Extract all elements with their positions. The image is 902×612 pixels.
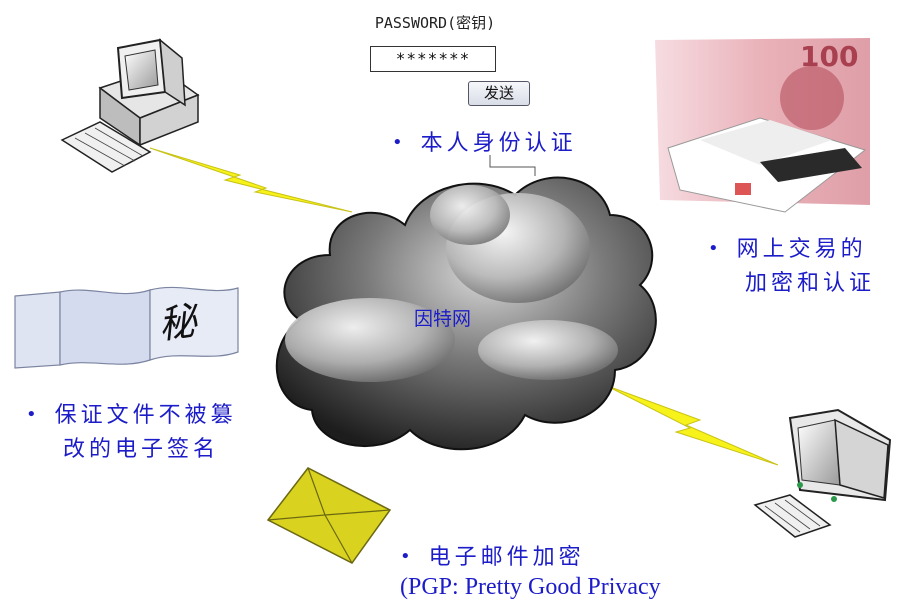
email-envelope [266, 467, 392, 564]
secret-stamp: 秘 [155, 298, 200, 348]
password-label: PASSWORD(密钥) [374, 14, 496, 32]
caption-identity-auth: • 本人身份认证 [392, 126, 577, 161]
callout-line [489, 155, 536, 176]
caption-transaction-line1: 网上交易的 [736, 237, 867, 262]
caption-identity-auth-text: 本人身份认证 [420, 131, 577, 156]
caption-email-line2: (PGP: Pretty Good Privacy [400, 574, 661, 600]
caption-email: • 电子邮件加密 [400, 540, 585, 575]
send-button[interactable]: 发送 [468, 81, 530, 106]
caption-signature: • 保证文件不被篡 改的电子签名 [26, 398, 237, 467]
banknote-card-image [655, 38, 870, 213]
bullet: • [392, 132, 407, 153]
caption-signature-line2: 改的电子签名 [63, 437, 220, 462]
lightning-bolt-upper [149, 147, 353, 213]
caption-transaction-line2: 加密和认证 [745, 271, 876, 296]
password-input[interactable]: ******* [370, 46, 496, 72]
caption-signature-line1: 保证文件不被篡 [54, 403, 237, 428]
bullet: • [400, 546, 415, 567]
lightning-bolt-lower [604, 384, 779, 466]
desktop-computer-right [753, 408, 892, 538]
banknote-denomination: 100 [800, 40, 859, 73]
desktop-computer-left [60, 38, 200, 173]
internet-cloud [275, 176, 657, 451]
internet-label: 因特网 [414, 308, 472, 330]
secret-document [14, 286, 239, 369]
bullet: • [26, 404, 41, 425]
caption-transaction: • 网上交易的 加密和认证 [708, 232, 875, 301]
caption-email-line1: 电子邮件加密 [428, 545, 585, 570]
bullet: • [708, 238, 723, 259]
